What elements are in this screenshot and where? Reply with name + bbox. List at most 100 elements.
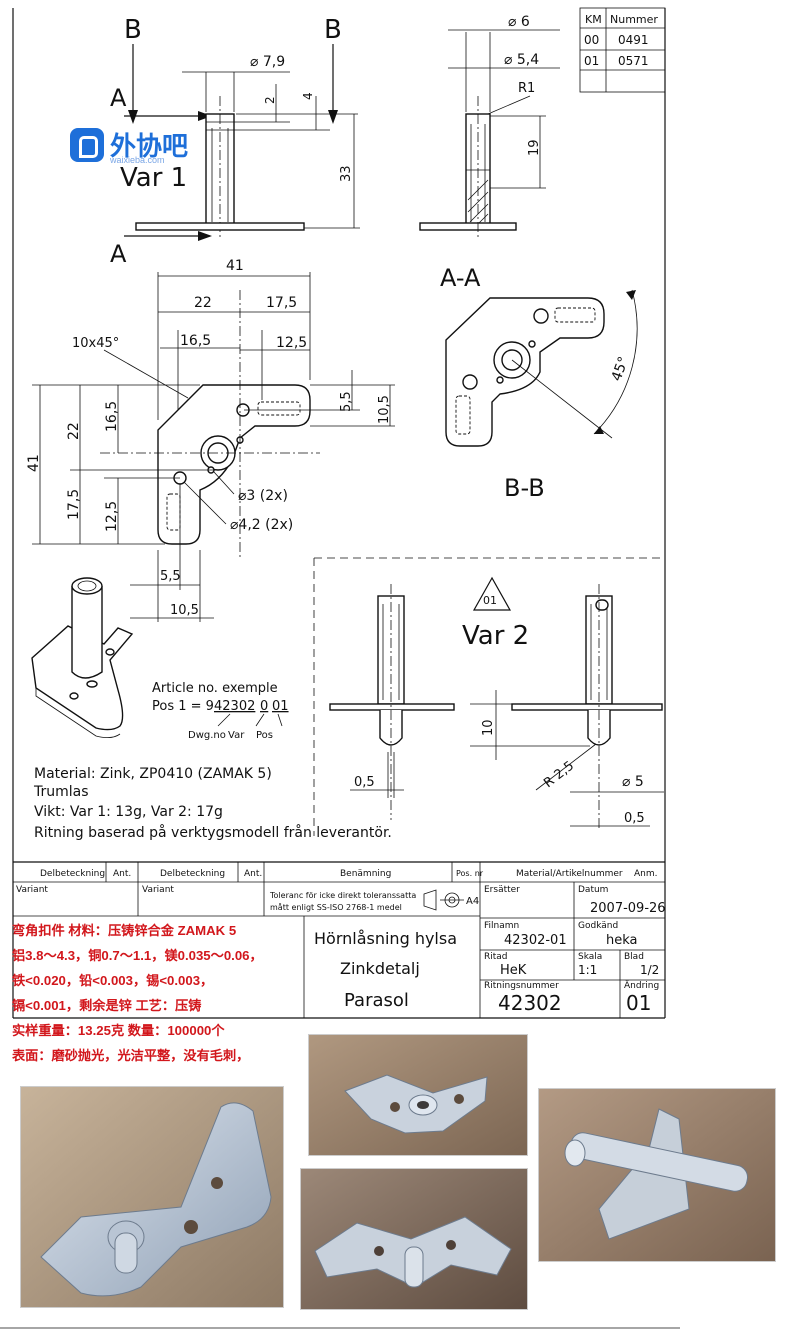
tb-skala-label: Skala bbox=[578, 952, 602, 962]
section-mark-a-bottom: A bbox=[110, 240, 127, 268]
tb-andring: 01 bbox=[626, 991, 651, 1015]
rev-triangle-label: 01 bbox=[483, 594, 497, 607]
photo-front-view bbox=[300, 1168, 528, 1310]
tb-header-ant-2: Ant. bbox=[244, 869, 262, 879]
dim-10: 10 bbox=[481, 719, 496, 736]
dim-175-top: 17,5 bbox=[266, 295, 297, 311]
rev-km-1: 01 bbox=[584, 54, 599, 68]
article-caption-pos: Pos bbox=[256, 730, 273, 741]
dim-phi54: ⌀ 5,4 bbox=[504, 52, 539, 68]
tb-ritad-label: Ritad bbox=[484, 952, 508, 962]
dim-2: 2 bbox=[263, 96, 277, 104]
dim-chamfer: 10x45° bbox=[72, 336, 119, 351]
article-pos-pos: 01 bbox=[272, 699, 289, 714]
dim-33: 33 bbox=[339, 165, 354, 182]
dim-55-right: 5,5 bbox=[339, 391, 354, 412]
dim-19: 19 bbox=[527, 139, 542, 156]
tb-variant-2: Variant bbox=[142, 885, 174, 895]
section-mark-b-left: B bbox=[124, 15, 142, 45]
photo-top-view bbox=[308, 1034, 528, 1156]
material-line-2: Trumlas bbox=[33, 784, 89, 800]
tb-format: A4 bbox=[466, 896, 479, 907]
var1-side-view: B B A A Var 1 ⌀ 7,9 2 4 33 bbox=[110, 15, 360, 268]
dim-r25: R 2,5 bbox=[541, 758, 577, 791]
tb-ritningsnummer-label: Ritningsnummer bbox=[484, 981, 559, 991]
tb-name-2: Zinkdetalj bbox=[340, 959, 420, 978]
tb-datum-label: Datum bbox=[578, 885, 608, 895]
dim-phi42: ⌀4,2 (2x) bbox=[230, 517, 293, 533]
revision-table: KM Nummer 00 0491 01 0571 bbox=[579, 7, 666, 93]
section-aa-label: A-A bbox=[440, 264, 481, 292]
tb-blad: 1/2 bbox=[640, 963, 659, 977]
section-bb-view: 45° B-B bbox=[445, 289, 638, 502]
section-bb-label: B-B bbox=[504, 474, 545, 502]
tb-header-anm: Anm. bbox=[634, 869, 658, 879]
dim-r1: R1 bbox=[518, 81, 535, 96]
watermark-logo-icon bbox=[70, 128, 104, 162]
tb-tolerance-2: mått enligt SS-ISO 2768-1 medel bbox=[270, 902, 402, 912]
rev-header-km: KM bbox=[585, 13, 602, 26]
article-caption-dwg: Dwg.no bbox=[188, 730, 226, 741]
isometric-sketch bbox=[31, 577, 134, 738]
dim-105-bottom: 10,5 bbox=[170, 603, 199, 618]
tb-header-material: Material/Artikelnummer bbox=[516, 869, 623, 879]
article-pos-var: 0 bbox=[260, 699, 268, 714]
dim-4: 4 bbox=[301, 92, 315, 100]
tb-name-3: Parasol bbox=[344, 990, 409, 1011]
tb-skala: 1:1 bbox=[578, 963, 597, 977]
tb-header-pos: Pos. nr bbox=[456, 869, 484, 878]
section-aa-view: ⌀ 6 ⌀ 5,4 R1 19 A-A bbox=[419, 14, 560, 292]
photo-angled-part bbox=[20, 1086, 284, 1308]
dim-55-bottom: 5,5 bbox=[160, 569, 181, 584]
rev-km-0: 00 bbox=[584, 33, 599, 47]
projection-symbol-icon bbox=[423, 889, 464, 911]
dim-22-left: 22 bbox=[66, 422, 82, 440]
dim-phi79: ⌀ 7,9 bbox=[250, 54, 285, 70]
dim-angle-45: 45° bbox=[609, 355, 633, 384]
tb-variant-1: Variant bbox=[16, 885, 48, 895]
rev-number-0: 0491 bbox=[618, 33, 649, 47]
tb-andring-label: Ändring bbox=[624, 980, 659, 991]
tb-header-ant-1: Ant. bbox=[113, 869, 131, 879]
rev-header-number: Nummer bbox=[610, 13, 658, 26]
dim-165-top: 16,5 bbox=[180, 333, 211, 349]
var1-label: Var 1 bbox=[120, 163, 187, 193]
chinese-spec-note: 弯角扣件 材料：压铸锌合金 ZAMAK 5 铝3.8～4.3，铜0.7～1.1，… bbox=[12, 918, 304, 1068]
var2-label: Var 2 bbox=[462, 621, 529, 651]
tb-blad-label: Blad bbox=[624, 952, 644, 962]
material-line-3: Vikt: Var 1: 13g, Var 2: 17g bbox=[34, 804, 223, 820]
dim-125-top: 12,5 bbox=[276, 335, 307, 351]
tb-name-1: Hörnlåsning hylsa bbox=[314, 929, 457, 948]
dim-41-top: 41 bbox=[226, 258, 244, 274]
dim-175-left: 17,5 bbox=[66, 489, 82, 520]
tb-filnamn: 42302-01 bbox=[504, 933, 567, 948]
tb-header-delbeteckning-2: Delbeteckning bbox=[160, 869, 225, 879]
tb-tolerance-1: Toleranс för icke direkt toleranssatta bbox=[269, 891, 416, 900]
article-pos-prefix: Pos 1 = 9 bbox=[152, 699, 214, 714]
article-note: Article no. exemple Pos 1 = 9 42302 0 01… bbox=[152, 681, 289, 741]
section-mark-b-right: B bbox=[324, 15, 342, 45]
tb-ritad: HeK bbox=[500, 963, 527, 978]
var2-detail: 01 Var 2 10 R 2,5 0,5 ⌀ 5 0,5 bbox=[313, 557, 665, 836]
dim-165-left: 16,5 bbox=[104, 401, 120, 432]
section-mark-a-top: A bbox=[110, 84, 127, 112]
article-note-title: Article no. exemple bbox=[152, 681, 278, 696]
material-line-1: Material: Zink, ZP0410 (ZAMAK 5) bbox=[34, 766, 272, 782]
tb-datum: 2007-09-26 bbox=[590, 901, 666, 916]
tb-ersatter-label: Ersätter bbox=[484, 885, 520, 895]
dim-105-right: 10,5 bbox=[377, 395, 392, 424]
article-caption-var: Var bbox=[228, 730, 245, 741]
watermark-url: waixieba.com bbox=[110, 155, 165, 165]
dim-phi3: ⌀3 (2x) bbox=[238, 488, 288, 504]
chinese-note-line-3: 铁<0.020，铅<0.003，锡<0.003， bbox=[12, 973, 214, 988]
dim-41-left: 41 bbox=[26, 454, 42, 472]
dim-phi5: ⌀ 5 bbox=[622, 774, 644, 790]
tb-header-benamning: Benämning bbox=[340, 869, 391, 879]
dim-phi6: ⌀ 6 bbox=[508, 14, 530, 30]
material-notes: Material: Zink, ZP0410 (ZAMAK 5) Trumlas… bbox=[33, 766, 392, 841]
tb-header-delbeteckning-1: Delbeteckning bbox=[40, 869, 105, 879]
article-pos-number: 42302 bbox=[214, 699, 255, 714]
dim-125-left: 12,5 bbox=[104, 501, 120, 532]
watermark-name: 外协吧 bbox=[110, 132, 189, 162]
rev-number-1: 0571 bbox=[618, 54, 649, 68]
